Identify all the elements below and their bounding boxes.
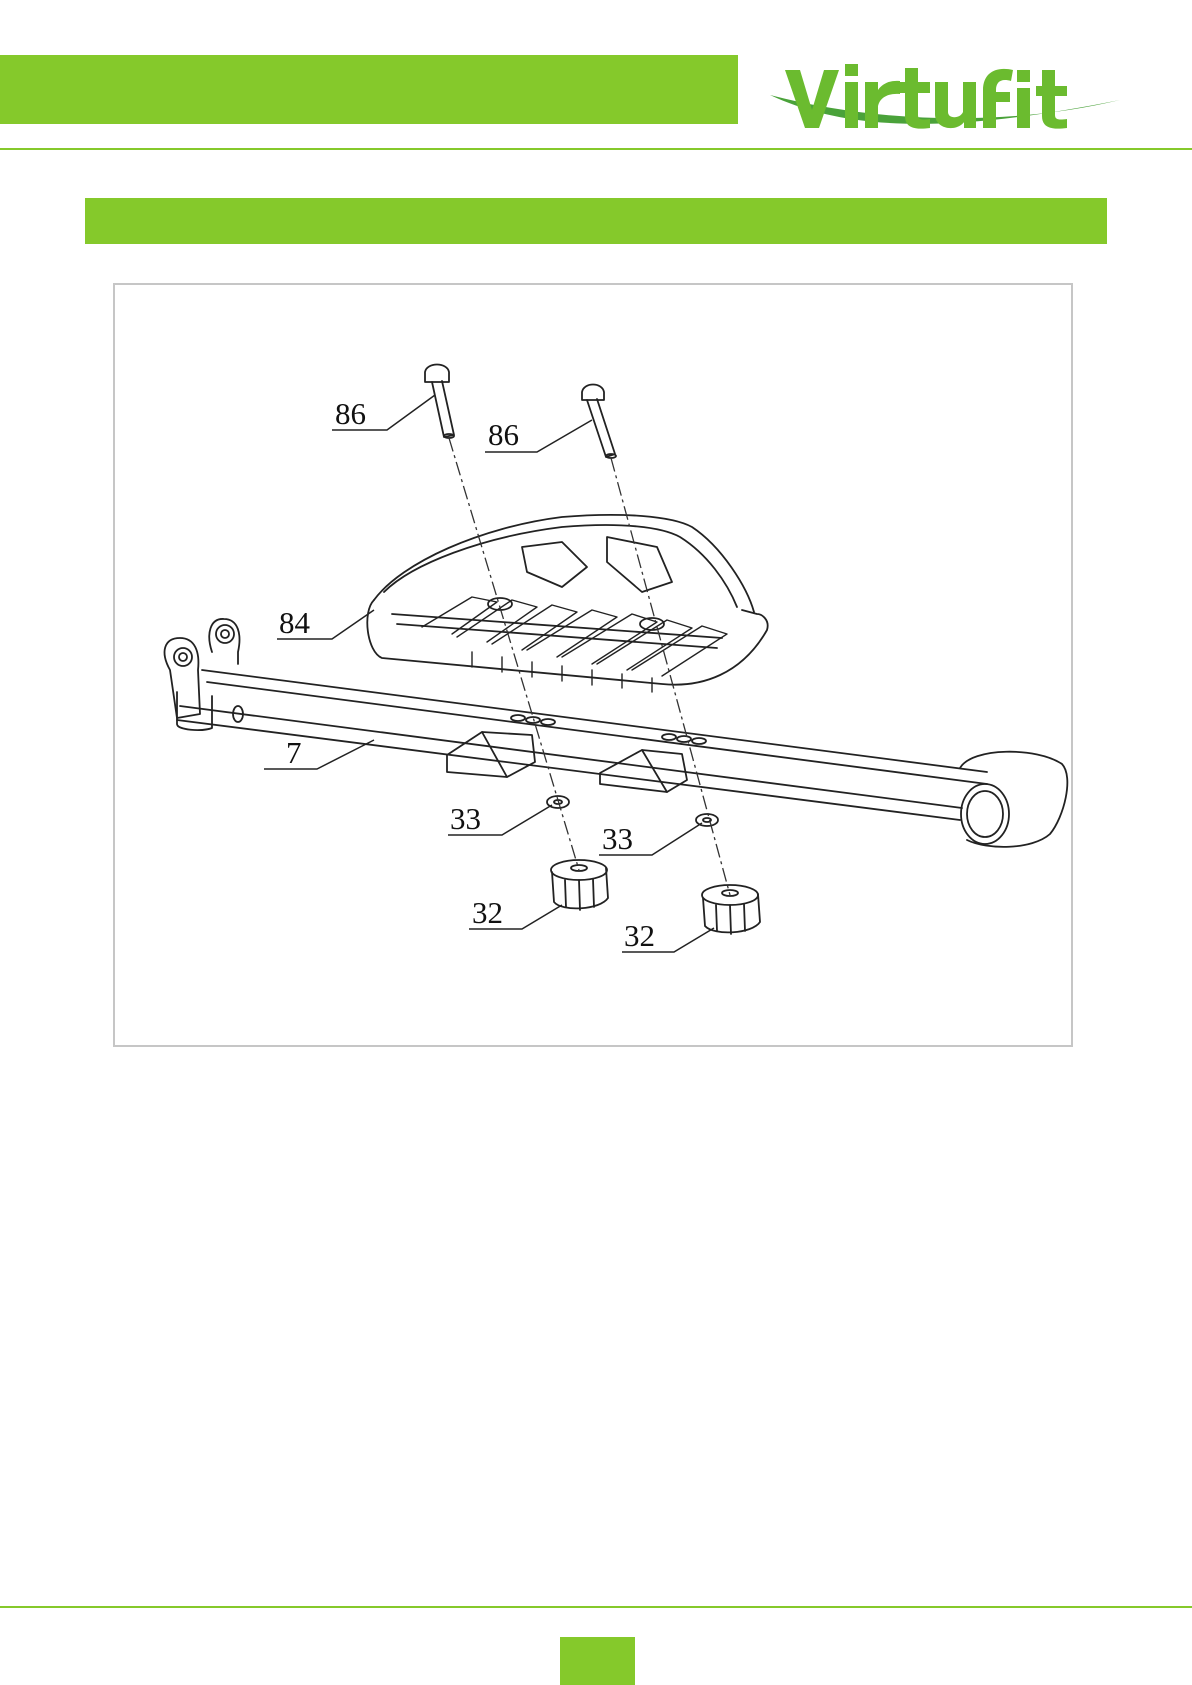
- callout-arm: 7: [286, 735, 302, 770]
- callout-bolt-left: 86: [335, 396, 366, 431]
- section-heading-bar: [85, 198, 1107, 244]
- callout-knob-right: 32: [624, 918, 655, 953]
- header-accent-bar: [0, 55, 738, 124]
- callout-bolt-right: 86: [488, 417, 519, 452]
- footer-divider: [0, 1606, 1192, 1608]
- callout-washer-right: 33: [602, 821, 633, 856]
- callout-knob-left: 32: [472, 895, 503, 930]
- callout-washer-left: 33: [450, 801, 481, 836]
- brand-logo: [765, 40, 1125, 140]
- callout-pedal: 84: [279, 605, 311, 640]
- page-number-box: [560, 1637, 635, 1685]
- header-divider: [0, 148, 1192, 150]
- assembly-diagram: 86 86 84 7 33 33 32 32: [113, 283, 1073, 1047]
